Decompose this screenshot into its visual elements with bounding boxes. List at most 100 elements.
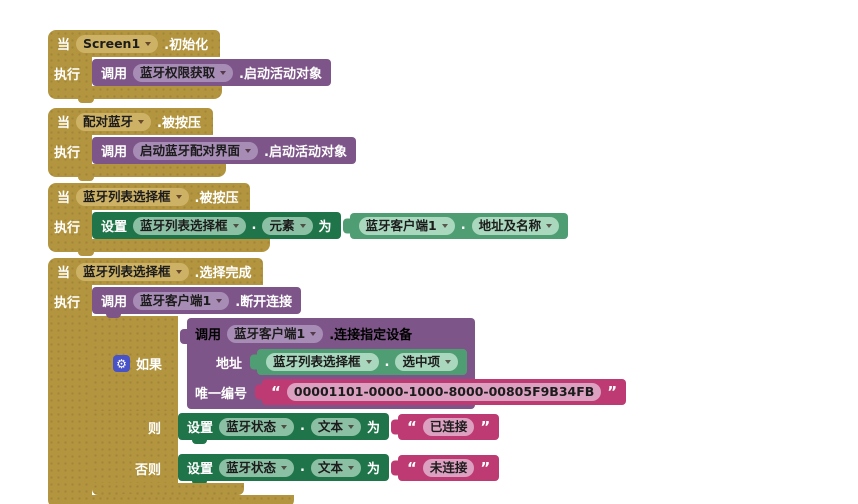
call-connect-block[interactable]: 调用 蓝牙客户端1 .连接指定设备 地址 (180, 318, 627, 409)
do-label: 执行 (54, 68, 81, 83)
when-label: 当 (57, 266, 71, 281)
component-getter-block[interactable]: 蓝牙列表选择框 . 选中项 (257, 349, 467, 375)
string-text-field[interactable]: 未连接 (422, 458, 475, 477)
do-label: 执行 (54, 146, 81, 161)
to-label: 为 (318, 220, 332, 235)
mutator-gear-icon[interactable]: ⚙ (113, 355, 130, 372)
chevron-down-icon (281, 424, 288, 429)
set-property-block[interactable]: 设置 蓝牙列表选择框 . 元素 为 (92, 212, 341, 243)
component-dropdown[interactable]: 蓝牙客户端1 (133, 291, 230, 310)
dot-label: . (460, 218, 466, 233)
text-string-block[interactable]: “ 未连接 ” (398, 454, 500, 481)
chevron-down-icon (310, 331, 317, 336)
chevron-down-icon (138, 119, 145, 124)
call-label: 调用 (101, 67, 128, 82)
component-dropdown[interactable]: Screen1 (76, 34, 159, 53)
call-statement-block[interactable]: 调用 启动蓝牙配对界面 .启动活动对象 (92, 137, 356, 168)
component-dropdown[interactable]: 蓝牙状态 (219, 417, 295, 436)
else-label: 否则 (134, 463, 161, 478)
component-dropdown[interactable]: 配对蓝牙 (76, 112, 152, 131)
component-dropdown[interactable]: 蓝牙权限获取 (133, 63, 234, 82)
chevron-down-icon (365, 360, 372, 364)
chevron-down-icon (145, 41, 152, 46)
then-label: 则 (147, 422, 161, 437)
to-label: 为 (367, 421, 381, 436)
if-block-footer (92, 483, 244, 499)
close-quote: ” (480, 458, 491, 477)
if-block[interactable]: ⚙ 如果 调用 蓝牙客户端1 (92, 316, 627, 499)
dot-label: . (251, 218, 257, 233)
event-header[interactable]: 当 Screen1 .初始化 (48, 30, 221, 57)
event-header[interactable]: 当 蓝牙列表选择框 .被按压 (48, 183, 251, 210)
chevron-down-icon (216, 298, 223, 303)
when-label: 当 (57, 116, 71, 131)
set-label: 设置 (187, 421, 214, 436)
chevron-down-icon (245, 148, 252, 153)
property-dropdown[interactable]: 地址及名称 (471, 216, 560, 235)
call-label: 调用 (101, 145, 128, 160)
call-label: 调用 (195, 328, 222, 343)
property-dropdown[interactable]: 选中项 (395, 353, 458, 371)
chevron-down-icon (232, 223, 239, 228)
method-label: .断开连接 (235, 295, 293, 310)
do-spine: 执行 (48, 57, 92, 86)
open-quote: “ (271, 383, 281, 401)
dot-label: . (300, 419, 305, 434)
do-label: 执行 (54, 221, 81, 236)
component-dropdown[interactable]: 启动蓝牙配对界面 (133, 141, 259, 160)
event-block-listpicker-after-picking[interactable]: 当 蓝牙列表选择框 .选择完成 执行 调用 蓝牙客户端1 .断开连接 (48, 258, 627, 504)
dot-label: . (384, 354, 390, 370)
component-dropdown[interactable]: 蓝牙列表选择框 (266, 353, 379, 371)
text-string-block[interactable]: “ 已连接 ” (398, 413, 500, 440)
open-quote: “ (407, 417, 417, 436)
event-block-pair-bluetooth-pressed[interactable]: 当 配对蓝牙 .被按压 执行 调用 启动蓝牙配对界面 .启动活动对象 (48, 108, 356, 181)
chevron-down-icon (348, 424, 354, 429)
call-disconnect-block[interactable]: 调用 蓝牙客户端1 .断开连接 (92, 287, 302, 318)
component-dropdown[interactable]: 蓝牙客户端1 (227, 324, 324, 343)
event-header[interactable]: 当 配对蓝牙 .被按压 (48, 108, 213, 135)
chevron-down-icon (220, 70, 227, 75)
event-block-listpicker-pressed[interactable]: 当 蓝牙列表选择框 .被按压 执行 设置 蓝牙列表选择框 (48, 183, 569, 256)
event-header[interactable]: 当 蓝牙列表选择框 .选择完成 (48, 258, 264, 285)
else-label-area: 否则 (92, 452, 178, 483)
event-footer (48, 239, 270, 256)
chevron-down-icon (175, 269, 182, 274)
component-dropdown[interactable]: 蓝牙列表选择框 (133, 216, 246, 235)
property-dropdown[interactable]: 元素 (262, 216, 313, 235)
set-property-block[interactable]: 设置 蓝牙状态 . 文本 为 (178, 413, 390, 444)
text-string-block[interactable]: “ 00001101-0000-1000-8000-00805F9B34FB ” (262, 379, 627, 405)
event-name-label: .初始化 (164, 38, 209, 53)
set-property-block[interactable]: 设置 蓝牙状态 . 文本 为 (178, 454, 390, 485)
event-footer (48, 164, 226, 181)
event-footer (48, 86, 222, 103)
property-dropdown[interactable]: 文本 (310, 458, 361, 477)
component-dropdown[interactable]: 蓝牙列表选择框 (76, 262, 189, 281)
string-text-field[interactable]: 已连接 (422, 417, 475, 436)
set-label: 设置 (187, 462, 214, 477)
param-label-address: 地址 (216, 356, 243, 372)
method-label: .启动活动对象 (239, 67, 322, 82)
component-dropdown[interactable]: 蓝牙列表选择框 (76, 187, 189, 206)
to-label: 为 (367, 462, 381, 477)
method-label: .连接指定设备 (329, 328, 413, 343)
when-label: 当 (57, 191, 71, 206)
chevron-down-icon (441, 223, 448, 228)
call-statement-block[interactable]: 调用 蓝牙权限获取 .启动活动对象 (92, 59, 331, 90)
event-footer (48, 495, 294, 504)
call-label: 调用 (101, 295, 128, 310)
string-text-field[interactable]: 00001101-0000-1000-8000-00805F9B34FB (286, 383, 602, 401)
chevron-down-icon (348, 465, 354, 470)
event-name-label: .被按压 (194, 191, 239, 206)
component-dropdown[interactable]: 蓝牙客户端1 (358, 216, 455, 235)
property-dropdown[interactable]: 文本 (310, 417, 361, 436)
event-block-screen1-initialize[interactable]: 当 Screen1 .初始化 执行 调用 蓝牙权限获取 .启动活动对象 (48, 30, 331, 103)
chevron-down-icon (299, 223, 306, 228)
chevron-down-icon (445, 360, 451, 364)
open-quote: “ (407, 458, 417, 477)
chevron-down-icon (546, 223, 553, 228)
do-label: 执行 (54, 296, 81, 311)
close-quote: ” (480, 417, 491, 436)
component-dropdown[interactable]: 蓝牙状态 (219, 458, 295, 477)
component-getter-block[interactable]: 蓝牙客户端1 . 地址及名称 (349, 212, 569, 239)
